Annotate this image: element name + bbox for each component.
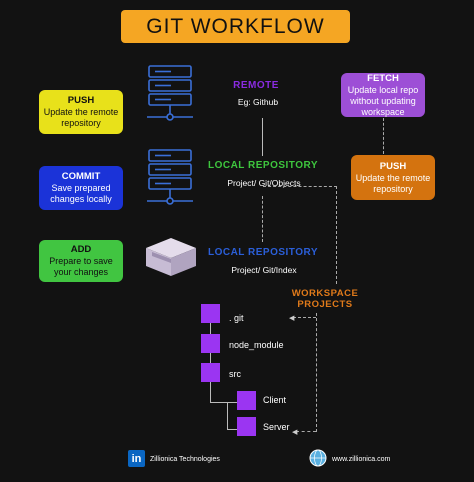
push-title: PUSH [67, 95, 95, 106]
tree-client: Client [263, 395, 287, 405]
tree-line-server [227, 429, 246, 430]
push-card-left: PUSH Update the remote repository [39, 90, 123, 134]
fetch-title: FETCH [367, 72, 399, 84]
push-card-right: PUSH Update the remote repository [351, 155, 435, 200]
fetch-text: Update local repo without updating works… [347, 84, 419, 117]
fetch-connector [383, 118, 384, 154]
push-right-text: Update the remote repository [355, 172, 431, 194]
add-title: ADD [70, 244, 92, 255]
folder-icon [201, 363, 220, 382]
staging-sub: Project/ Git/Index [231, 265, 297, 275]
commit-title: COMMIT [61, 171, 101, 182]
linkedin-icon: in [128, 450, 145, 467]
arrow-head-2: ◀ [292, 429, 298, 436]
web-icon [309, 449, 327, 467]
folder-icon [201, 304, 220, 323]
add-card: ADD Prepare to save your changes [39, 240, 123, 282]
push-connector-v [336, 186, 337, 284]
staging-label: LOCAL REPOSITORY [207, 247, 319, 258]
local-repo-sub: Project/ Git/Objects [227, 178, 301, 188]
workspace-connector-v [316, 313, 317, 432]
tree-line-sub [227, 402, 228, 430]
local-repo-label: LOCAL REPOSITORY [207, 160, 319, 171]
local-to-staging-connector [262, 196, 263, 242]
footer-website: www.zillionica.com [332, 456, 391, 463]
commit-text: Save prepared changes locally [50, 183, 112, 204]
folder-icon [201, 334, 220, 353]
remote-label: REMOTE [233, 80, 279, 91]
tree-line-client [210, 402, 246, 403]
workspace-arrow-1 [293, 317, 316, 318]
footer-company: Zillionica Technologies [150, 456, 220, 463]
remote-to-local-connector [262, 118, 263, 156]
workspace-arrow-2 [296, 431, 316, 432]
folder-icon [237, 391, 256, 410]
tree-git: . git [229, 313, 244, 323]
add-text: Prepare to save your changes [49, 256, 113, 277]
push-connector-h [263, 186, 337, 187]
push-text: Update the remote repository [43, 107, 119, 128]
page-title: GIT WORKFLOW [121, 10, 350, 43]
tree-server: Server [263, 422, 290, 432]
remote-server-icon [147, 65, 193, 121]
remote-sub: Eg: Github [237, 97, 279, 107]
local-server-icon [147, 149, 193, 205]
arrow-head-1: ◀ [289, 315, 295, 322]
staging-box-icon [146, 238, 196, 276]
fetch-card: FETCH Update local repo without updating… [341, 73, 425, 117]
commit-card: COMMIT Save prepared changes locally [39, 166, 123, 210]
workspace-label: WORKSPACE PROJECTS [291, 288, 359, 310]
tree-src: src [229, 369, 241, 379]
folder-icon [237, 417, 256, 436]
push-right-title: PUSH [379, 160, 407, 172]
tree-node-module: node_module [229, 340, 284, 350]
